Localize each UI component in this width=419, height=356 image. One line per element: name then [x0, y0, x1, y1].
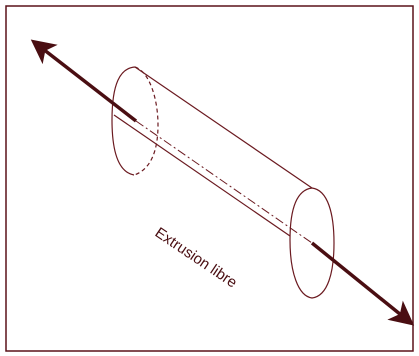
cylinder-axis: [135, 120, 313, 244]
diagram-frame: [5, 5, 414, 352]
arrow-right: [310, 241, 415, 326]
cylinder-right-end: [289, 187, 335, 299]
cylinder-top-edge: [134, 66, 313, 189]
cylinder-left-end-visible: [111, 66, 136, 176]
arrow-left: [30, 39, 138, 123]
cylinder: [111, 66, 335, 299]
cylinder-bottom-edge: [113, 114, 291, 237]
caption: Extrusion libre: [152, 224, 240, 291]
cylinder-left-end-hidden: [133, 66, 159, 176]
